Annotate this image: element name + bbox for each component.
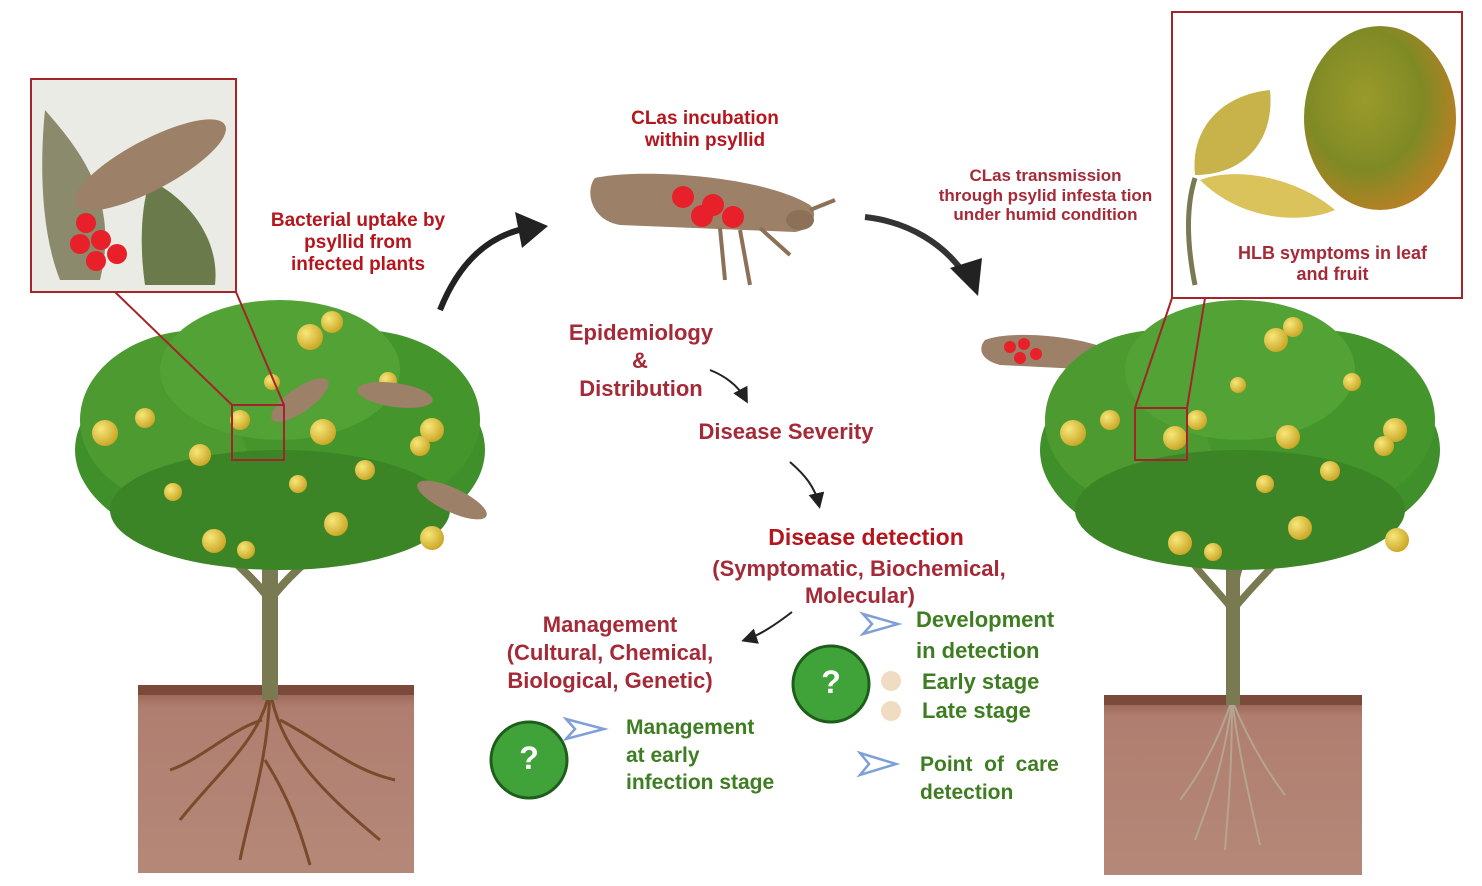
management-early-line-2: at early [626, 744, 700, 767]
symptomatic-leaf-2 [1200, 174, 1335, 218]
transmission-label: CLas transmission through psylid infesta… [938, 166, 1153, 225]
center-psyllid-incubation [590, 173, 836, 286]
left-inset-psyllid-feeding [30, 78, 237, 293]
detection-types-line-2: Molecular) [804, 583, 916, 608]
development-chevron-icon [859, 611, 903, 637]
detection-question-mark: ? [821, 664, 841, 700]
detection-question-circle [791, 644, 871, 724]
epidemiology-to-severity-arrow [709, 369, 748, 404]
management-early-chevron-icon [562, 716, 609, 742]
distribution-label: Distribution [579, 376, 703, 401]
point-of-care-line-1: Point of care [920, 753, 1059, 776]
bullet-chevrons [562, 611, 903, 778]
management-question-mark: ? [519, 740, 539, 776]
detection-types-line-1: (Symptomatic, Biochemical, [712, 556, 1006, 581]
late-stage-dot-icon [881, 701, 901, 721]
management-question-circle [489, 720, 569, 800]
right-roots [1179, 699, 1286, 851]
point-of-care-chevron-icon [856, 750, 901, 778]
symptomatic-fruit [1304, 26, 1456, 210]
disease-detection-title: Disease detection [768, 524, 964, 550]
left-roots [169, 689, 396, 866]
management-title: Management [542, 612, 678, 637]
detection-to-management-arrow [741, 611, 793, 644]
left-foliage [75, 300, 485, 570]
development-label-line-1: Development [916, 607, 1055, 632]
management-early-line-1: Management [626, 716, 755, 739]
right-inset-hlb-symptoms [1171, 11, 1463, 299]
left-infected-tree [75, 291, 487, 873]
epidemiology-label: Epidemiology [568, 320, 714, 345]
management-early-line-3: infection stage [626, 771, 775, 794]
hlb-symptoms-label: HLB symptoms in leaf and fruit [1237, 243, 1428, 284]
severity-to-detection-arrow [789, 461, 825, 509]
early-stage-dot-icon [881, 671, 901, 691]
point-of-care-line-2: detection [920, 781, 1014, 804]
development-label-line-2: in detection [916, 638, 1040, 663]
symptomatic-leaf-1 [1194, 90, 1271, 175]
disease-severity-label: Disease Severity [698, 419, 874, 444]
ampersand-label: & [632, 348, 648, 373]
right-infected-tree [1040, 297, 1440, 875]
late-stage-label: Late stage [922, 698, 1031, 723]
incubation-label: CLas incubation within psyllid [631, 108, 779, 151]
management-types-line-2: Biological, Genetic) [507, 668, 713, 693]
right-soil-block [1104, 695, 1362, 875]
right-foliage [1040, 300, 1440, 570]
cycle-arrows [437, 212, 982, 644]
uptake-to-incubation-arrow [437, 225, 529, 312]
bacterial-uptake-label: Bacterial uptake by psyllid from infecte… [270, 210, 446, 275]
right-trunk [1226, 560, 1240, 705]
incubation-to-transmission-arrow [864, 214, 968, 277]
right-fruits [1060, 317, 1409, 561]
early-stage-label: Early stage [922, 669, 1040, 694]
left-tree-psyllids [271, 378, 487, 520]
management-types-line-1: (Cultural, Chemical, [506, 640, 714, 665]
left-fruits [92, 311, 444, 559]
